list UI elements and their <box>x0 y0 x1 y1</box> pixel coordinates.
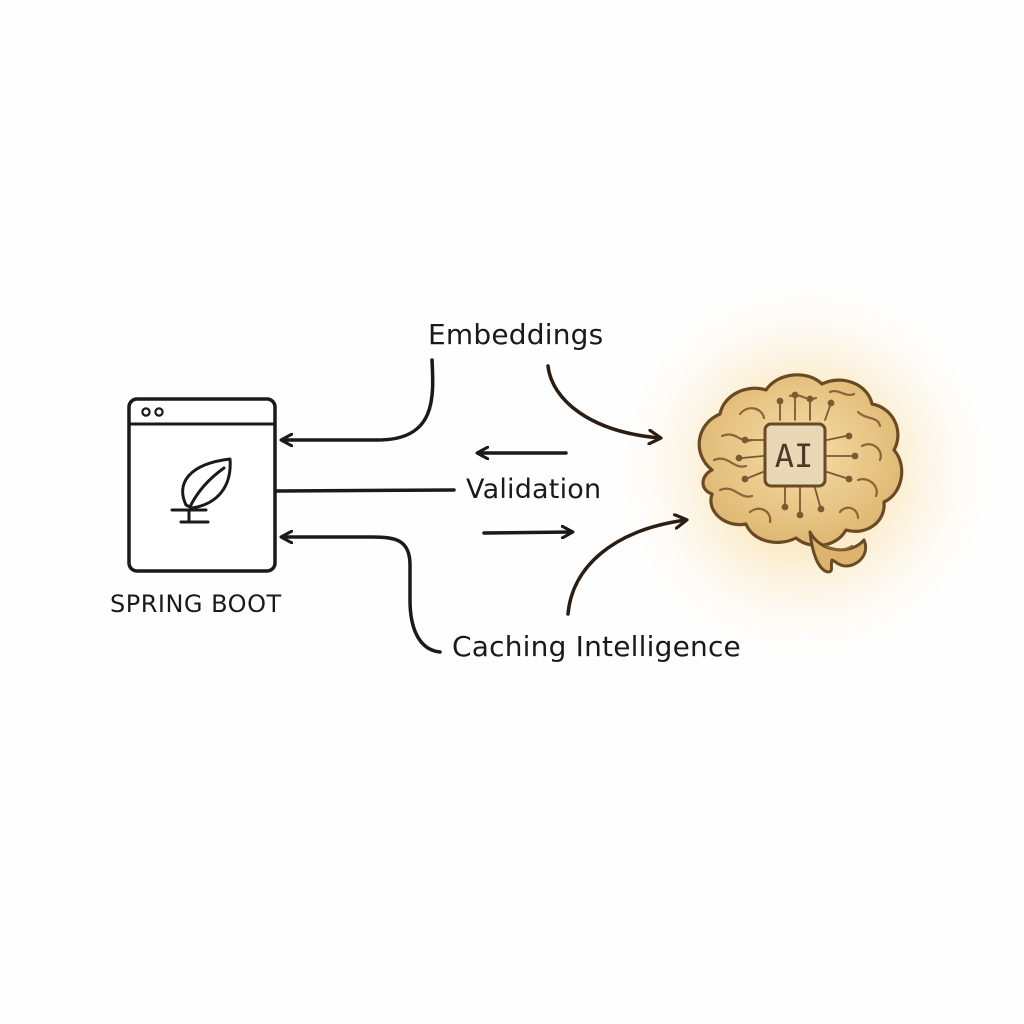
validation-arrow-right <box>482 532 572 533</box>
ai-chip-icon <box>763 422 827 488</box>
validation-line-from-app <box>275 488 456 493</box>
embeddings-arrow-to-app <box>282 358 435 440</box>
validation-label: Validation <box>466 474 602 505</box>
caching-intelligence-label: Caching Intelligence <box>452 630 741 663</box>
leaf-icon <box>170 457 232 524</box>
ai-chip-label: AI <box>774 437 814 475</box>
caching-arrow-to-app <box>282 537 442 654</box>
brain-icon <box>697 373 904 574</box>
caching-arrow-to-brain <box>566 520 686 616</box>
embeddings-arrow-to-brain <box>546 364 660 438</box>
browser-window-icon <box>127 397 277 573</box>
spring-boot-label: SPRING BOOT <box>110 590 282 618</box>
embeddings-label: Embeddings <box>428 318 604 351</box>
